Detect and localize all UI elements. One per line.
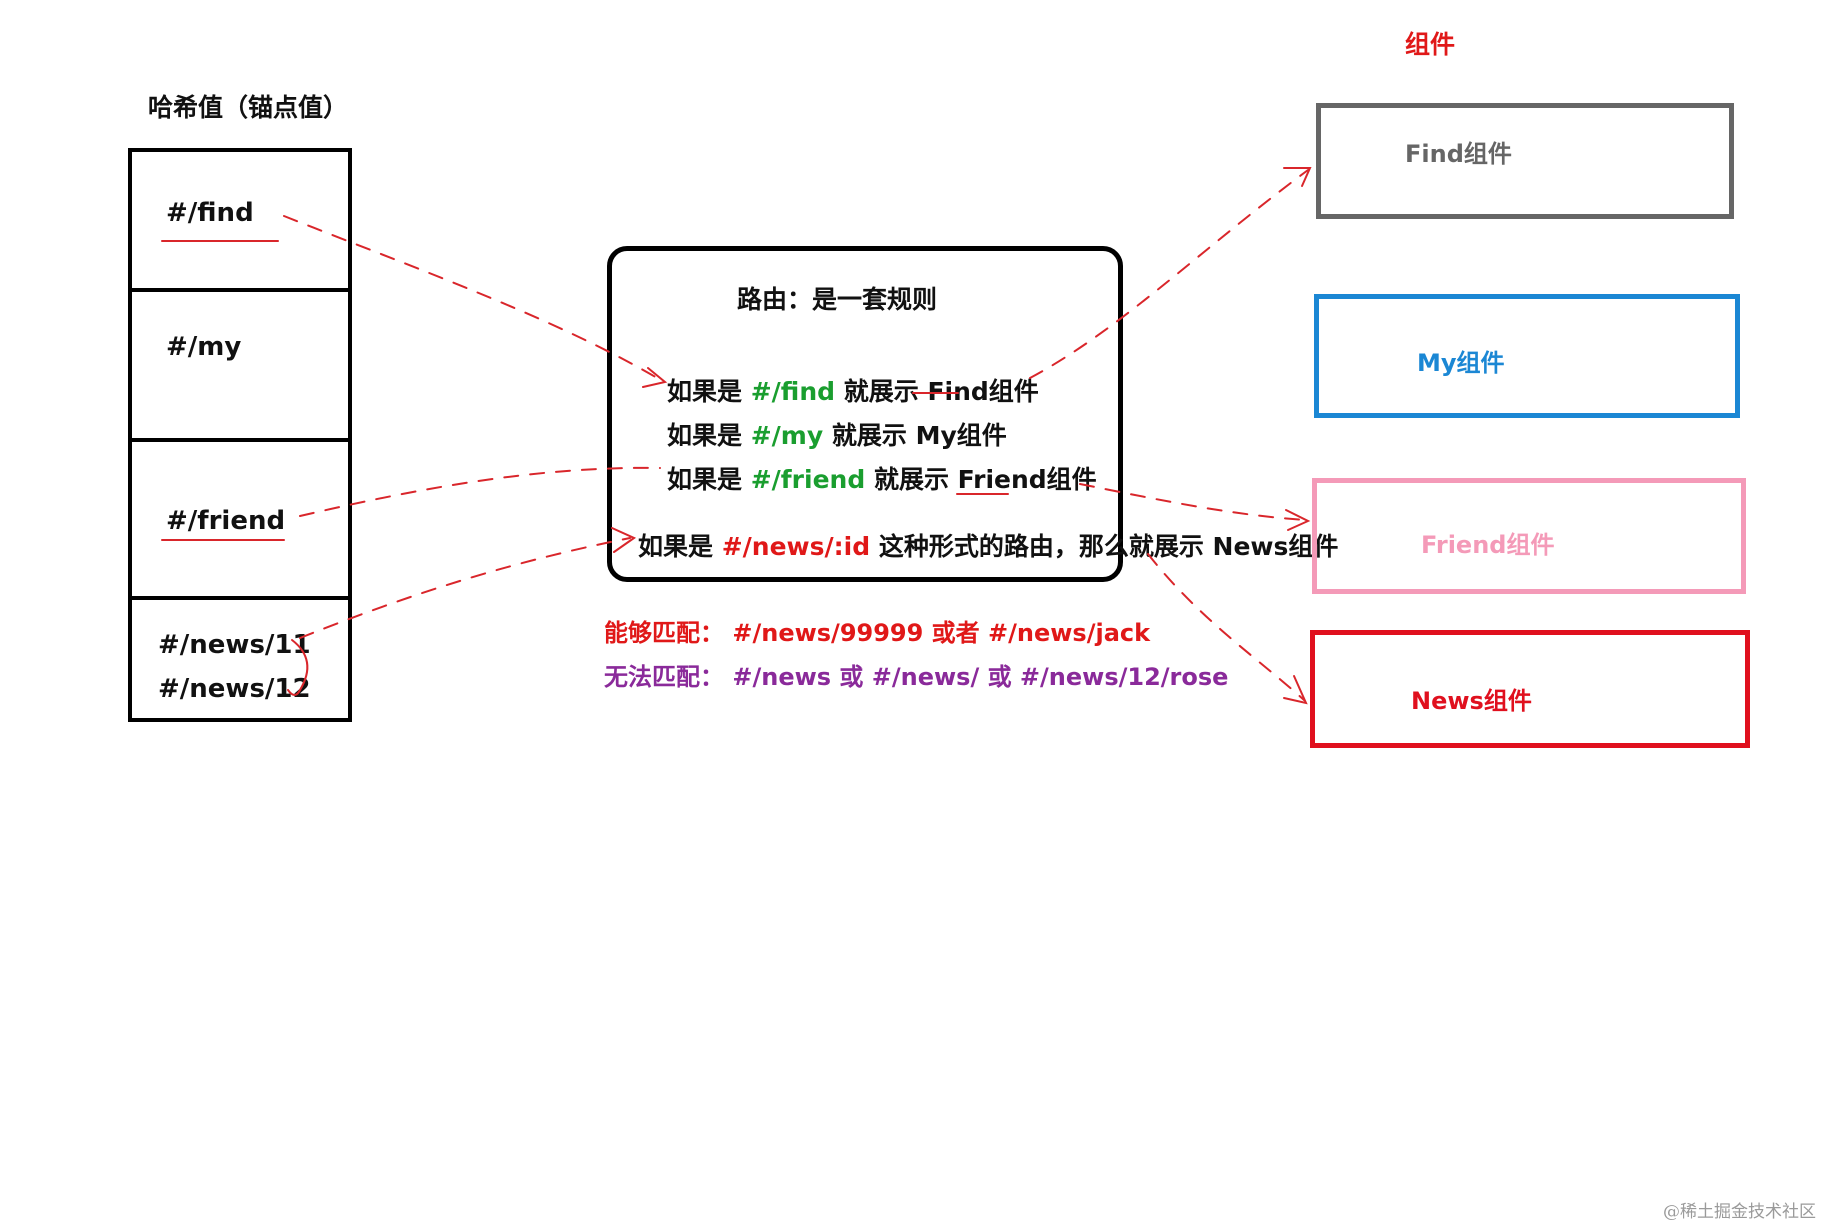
hash-column: #/find #/my #/friend #/news/11 #/news/12 [128,148,352,722]
rule-find-prefix: 如果是 [667,377,751,406]
hash-column-title: 哈希值（锚点值） [148,93,349,122]
my-component-label: My组件 [1417,349,1505,377]
arrow-rule-to-find-head [1283,167,1312,187]
match-note: 能够匹配： #/news/99999 或者 #/news/jack [604,619,1151,647]
rule-my-suffix: 就展示 My组件 [823,421,1007,450]
friend-component-box: Friend组件 [1312,478,1746,594]
router-title: 路由：是一套规则 [737,285,938,314]
rule-my: 如果是 #/my 就展示 My组件 [667,416,1007,452]
rule-find: 如果是 #/find 就展示 Find组件 [667,372,1039,408]
hash-cell-find: #/find [128,148,352,292]
no-match-note: 无法匹配： #/news 或 #/news/ 或 #/news/12/rose [604,663,1229,691]
hash-news-11-text: #/news/11 [158,630,311,660]
news-component-box: News组件 [1310,630,1750,748]
rule-find-suffix: 就展示 Find组件 [835,377,1039,406]
rule-news-prefix: 如果是 [638,532,722,561]
hash-cell-my: #/my [128,288,352,442]
rule-friend-prefix: 如果是 [667,465,751,494]
hash-news-12-text: #/news/12 [158,674,311,704]
hash-find-text: #/find [166,198,254,228]
router-box [607,246,1123,582]
rule-find-hash: #/find [750,377,836,406]
my-component-box: My组件 [1314,294,1740,418]
components-heading: 组件 [1405,30,1456,59]
rule-friend: 如果是 #/friend 就展示 Friend组件 [667,460,1097,496]
arrow-rule-to-news-head [1283,675,1308,705]
hash-my-text: #/my [166,332,242,362]
news-component-label: News组件 [1411,687,1532,715]
rule-my-hash: #/my [750,421,824,450]
rule-friend-hash: #/friend [750,465,866,494]
rule-my-prefix: 如果是 [667,421,751,450]
find-component-label: Find组件 [1405,140,1512,168]
arrow-friend-to-rule [299,466,661,517]
watermark: @稀土掘金技术社区 [1663,1202,1816,1222]
find-component-box: Find组件 [1316,103,1734,219]
friend-component-label: Friend组件 [1421,531,1555,559]
hash-cell-news: #/news/11 #/news/12 [128,596,352,722]
rule-news-hash: #/news/:id [721,532,871,561]
rule-friend-suffix: 就展示 Friend组件 [865,465,1097,494]
hash-cell-friend: #/friend [128,438,352,600]
hash-friend-text: #/friend [166,506,286,536]
rule-news-suffix: 这种形式的路由，那么就展示 News组件 [870,532,1339,561]
rule-news: 如果是 #/news/:id 这种形式的路由，那么就展示 News组件 [638,527,1338,563]
